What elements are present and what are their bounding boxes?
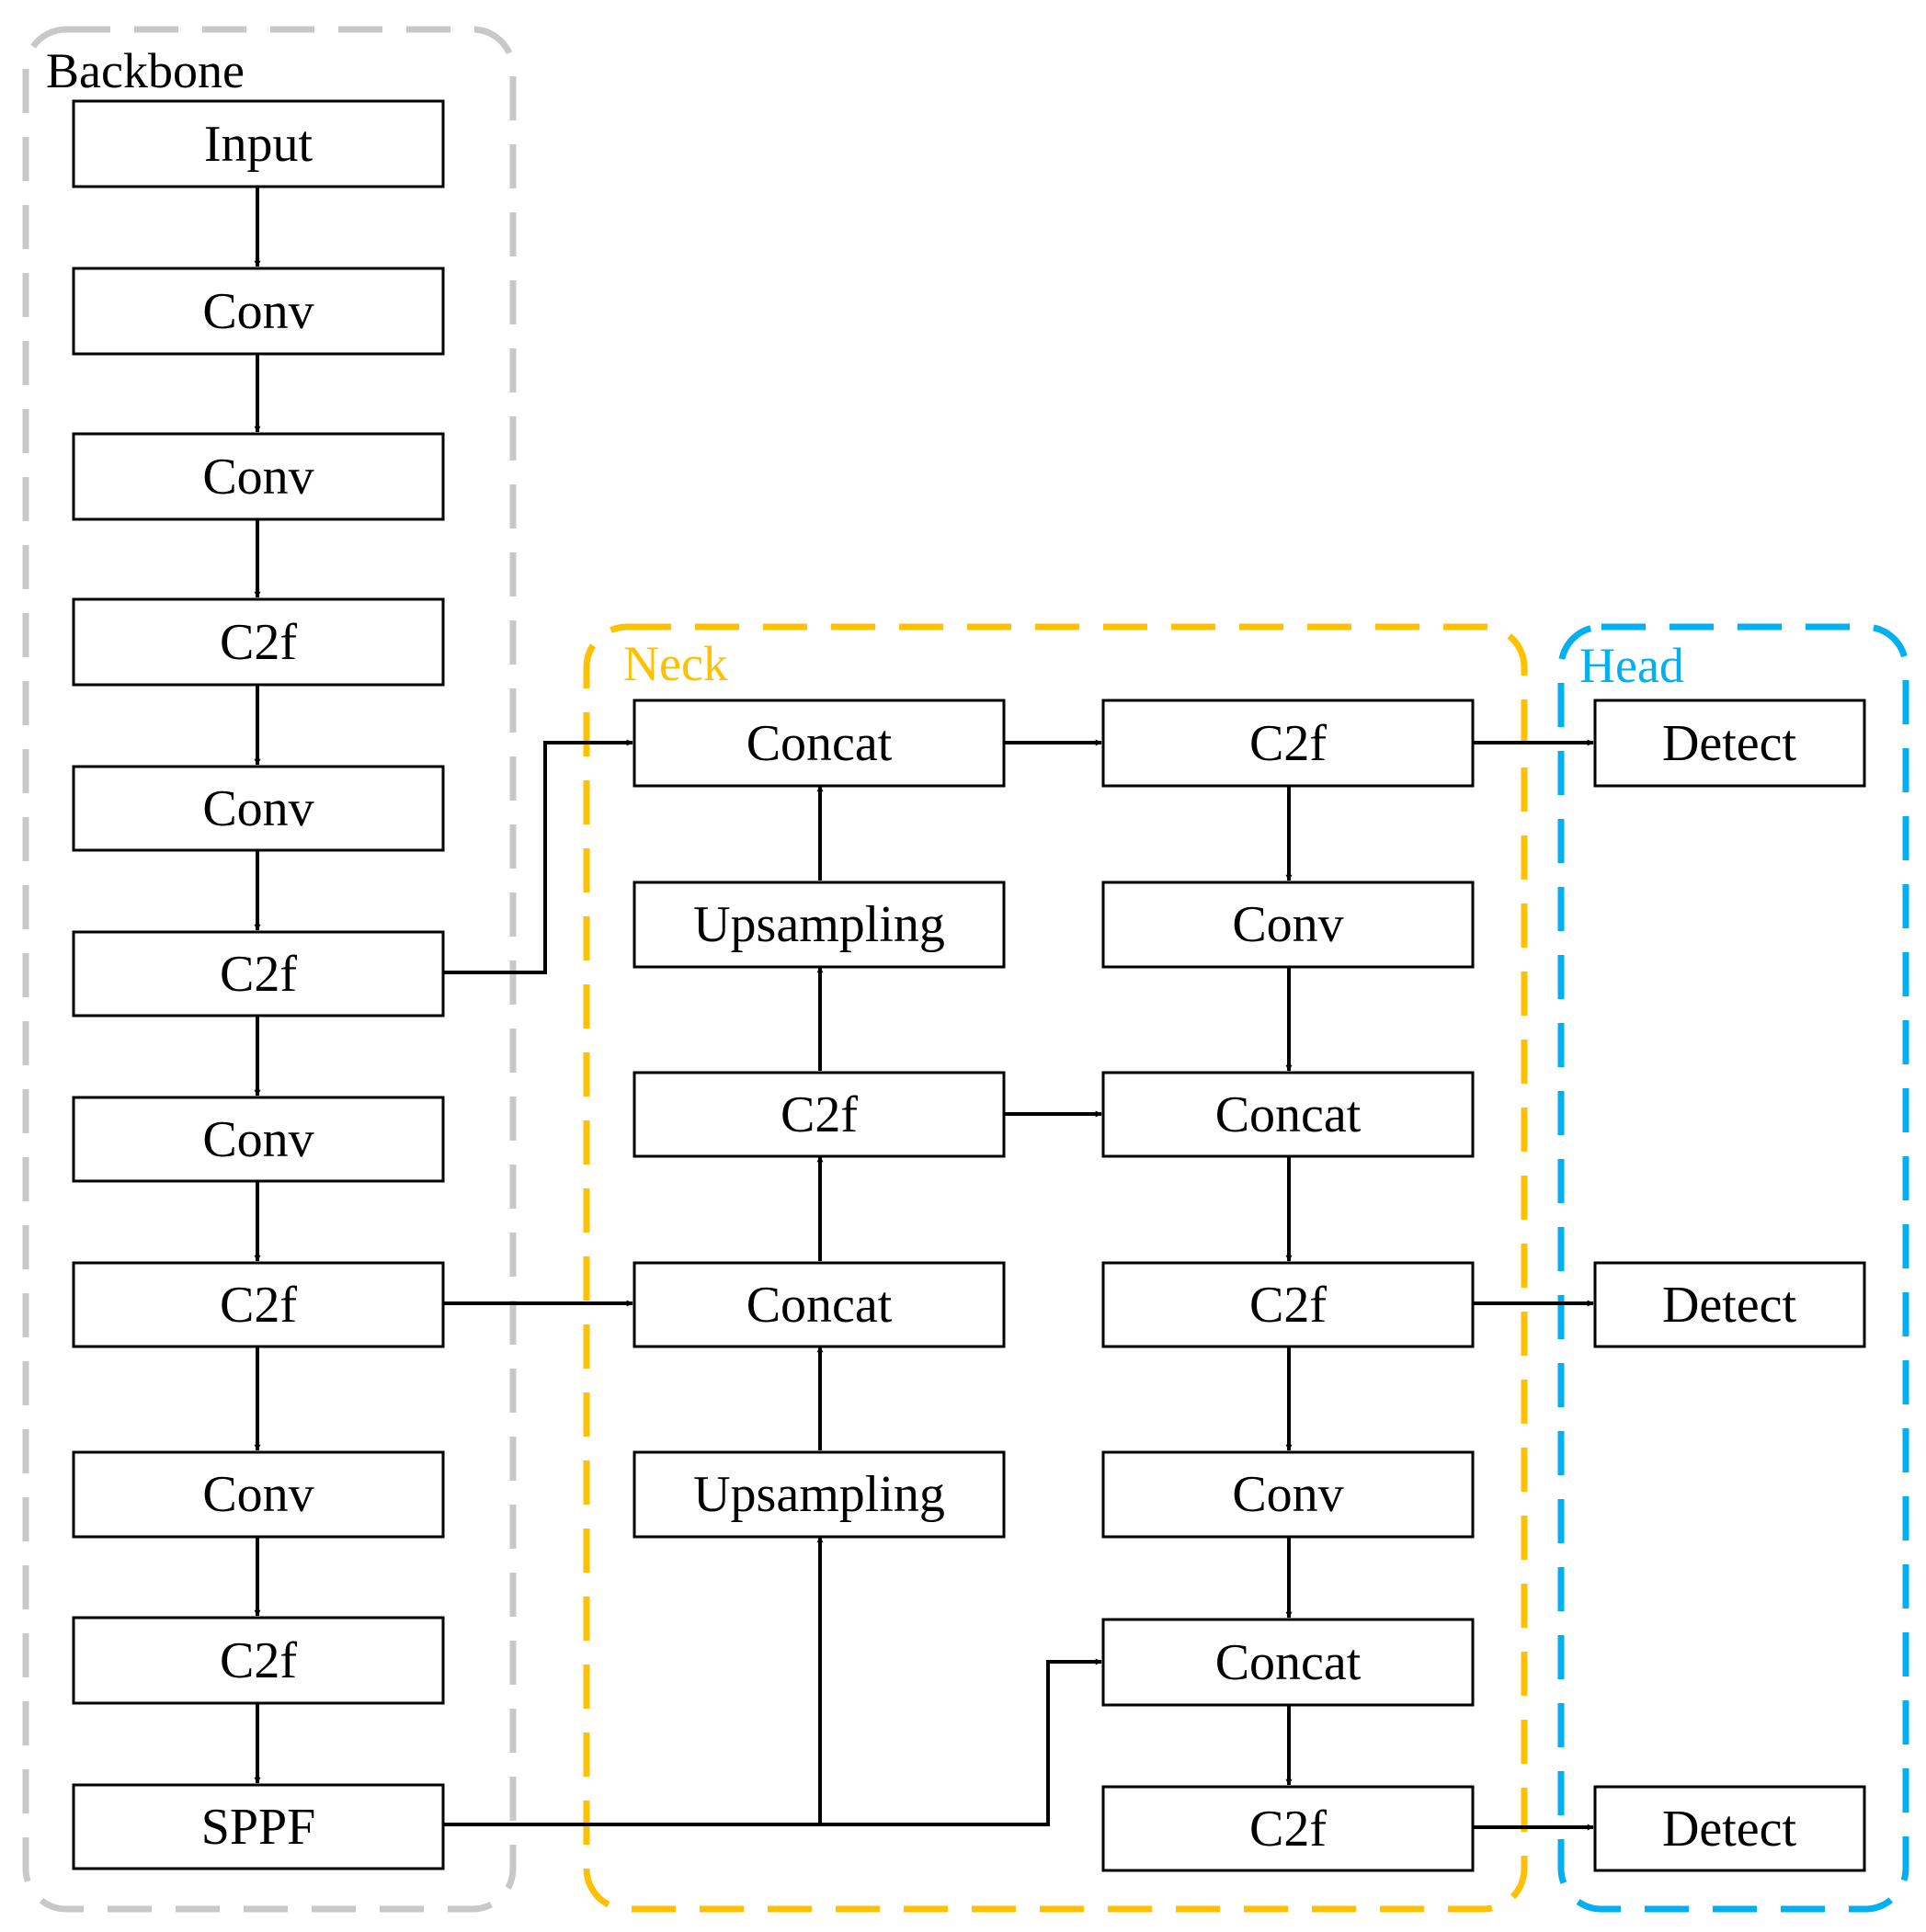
neck-group-label: Neck <box>623 636 728 691</box>
node-label: Conv <box>202 780 313 837</box>
node-label: Concat <box>746 1277 893 1334</box>
node-label: Conv <box>202 1111 313 1168</box>
arrow-sppf-to-neck <box>443 1658 1102 1826</box>
node-label: Detect <box>1662 715 1797 772</box>
backbone-sppf-node: SPPF <box>72 1783 445 1870</box>
neck-conv-node-a: Conv <box>1101 881 1475 969</box>
node-label: Upsampling <box>693 1466 945 1523</box>
neck-c2f-node-top: C2f <box>1101 699 1475 788</box>
backbone-group-label: Backbone <box>46 43 245 98</box>
node-label: Detect <box>1662 1277 1797 1334</box>
node-label: Conv <box>202 283 313 340</box>
neck-concat-node-3: Concat <box>1101 1071 1475 1158</box>
backbone-input-node: Input <box>72 99 445 188</box>
backbone-c2f-node-2: C2f <box>72 930 445 1017</box>
neck-conv-node-b: Conv <box>1101 1450 1475 1539</box>
neck-concat-node-1: Concat <box>633 699 1006 788</box>
head-detect-node-1: Detect <box>1593 699 1866 788</box>
node-label: Upsampling <box>693 896 945 953</box>
node-label: C2f <box>781 1086 858 1143</box>
node-label: C2f <box>220 1632 297 1689</box>
node-label: Conv <box>1232 1466 1343 1523</box>
neck-upsampling-node-1: Upsampling <box>633 881 1006 969</box>
node-label: C2f <box>1249 1277 1327 1334</box>
neck-concat-node-4: Concat <box>1101 1618 1475 1707</box>
neck-group-frame <box>583 623 1528 1913</box>
backbone-c2f-node-3: C2f <box>72 1261 445 1348</box>
node-label: Conv <box>1232 896 1343 953</box>
neck-concat-node-2: Concat <box>633 1261 1006 1348</box>
backbone-conv-node-5: Conv <box>72 1450 445 1539</box>
head-detect-node-2: Detect <box>1593 1261 1866 1348</box>
node-label: Concat <box>1215 1634 1362 1691</box>
connection-arrows <box>254 187 1594 1831</box>
backbone-c2f-node-4: C2f <box>72 1616 445 1705</box>
node-label: C2f <box>220 614 297 671</box>
head-detect-node-3: Detect <box>1593 1785 1866 1872</box>
node-label: C2f <box>220 946 297 1003</box>
neck-c2f-node-1: C2f <box>633 1071 1006 1158</box>
arrow-backbone-c2f-to-neck-concat-top <box>443 739 633 974</box>
node-label: Conv <box>202 1466 313 1523</box>
node-label: C2f <box>1249 715 1327 772</box>
backbone-c2f-node-1: C2f <box>72 597 445 687</box>
node-label: SPPF <box>201 1799 316 1856</box>
head-group-frame <box>1557 623 1909 1913</box>
backbone-conv-node-3: Conv <box>72 765 445 852</box>
node-label: Conv <box>202 449 313 506</box>
backbone-conv-node-1: Conv <box>72 267 445 356</box>
node-label: Input <box>204 116 313 173</box>
neck-upsampling-node-2: Upsampling <box>633 1450 1006 1539</box>
neck-c2f-node-bot: C2f <box>1101 1785 1475 1872</box>
node-label: Detect <box>1662 1801 1797 1858</box>
neck-c2f-node-mid: C2f <box>1101 1261 1475 1348</box>
backbone-conv-node-2: Conv <box>72 432 445 521</box>
node-label: Concat <box>1215 1086 1362 1143</box>
backbone-group-frame <box>22 26 517 1913</box>
node-label: Concat <box>746 715 893 772</box>
backbone-conv-node-4: Conv <box>72 1096 445 1183</box>
node-label: C2f <box>1249 1801 1327 1858</box>
node-label: C2f <box>220 1277 297 1334</box>
head-group-label: Head <box>1579 638 1684 693</box>
